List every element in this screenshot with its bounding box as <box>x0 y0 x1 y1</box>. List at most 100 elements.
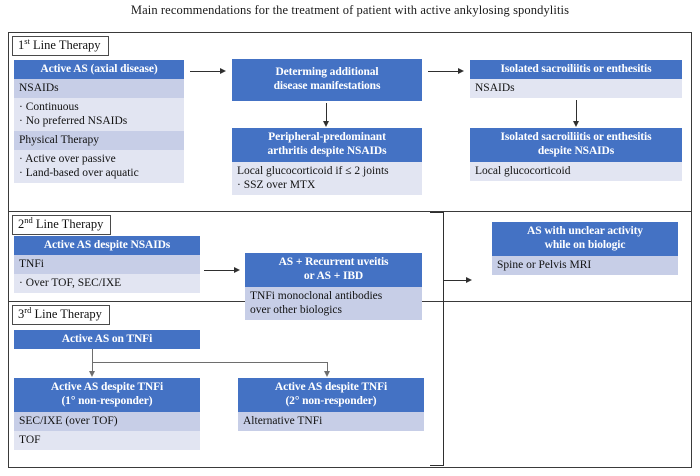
box-header: Active AS despite NSAIDs <box>14 236 200 255</box>
box-row: Spine or Pelvis MRI <box>492 256 678 275</box>
row-line: · Over TOF, SEC/IXE <box>19 277 122 289</box>
connector-determining-to-peripheral <box>326 103 328 123</box>
box-row: Physical Therapy <box>14 131 184 150</box>
arrowhead-determining-to-sacroiliitis-icon <box>458 68 464 74</box>
connector-tnfi-right-drop <box>327 362 329 373</box>
row-line: TNFi <box>19 258 44 270</box>
connector-despite-nsaids-to-uveitis <box>204 270 236 272</box>
bracket-vertical <box>443 212 445 466</box>
box-header: Determing additional disease manifestati… <box>232 59 422 101</box>
tag-2-rest: Line Therapy <box>32 217 104 231</box>
header-line-1: Peripheral-predominant <box>268 131 386 144</box>
arrowhead-axial-to-determining-icon <box>220 68 226 74</box>
box-isolated-sacroiliitis-despite-nsaids[interactable]: Isolated sacroiliitis or enthesitis desp… <box>470 128 682 181</box>
box-row: · Continuous · No preferred NSAIDs <box>14 98 184 131</box>
box-header: Active AS on TNFi <box>14 330 200 349</box>
connector-determining-to-sacroiliitis <box>428 71 460 73</box>
tag-3-rest: Line Therapy <box>31 307 102 321</box>
box-header: Active AS despite TNFi (2° non-responder… <box>238 378 424 412</box>
bracket-top-stub <box>430 212 444 214</box>
header-line-1: AS with unclear activity <box>527 225 643 238</box>
header-line-2: (2° non-responder) <box>285 394 377 407</box>
box-row: Local glucocorticoid if ≤ 2 joints · SSZ… <box>232 162 422 195</box>
bracket-bottom-stub <box>430 464 444 466</box>
box-header: Isolated sacroiliitis or enthesitis <box>470 60 682 79</box>
connector-axial-to-determining <box>190 71 222 73</box>
connector-tnfi-left-drop <box>92 362 94 373</box>
box-row: Alternative TNFi <box>238 412 424 431</box>
row-line: · SSZ over MTX <box>237 179 316 191</box>
divider-section-1-2 <box>8 211 692 212</box>
row-line: SEC/IXE (over TOF) <box>19 415 118 427</box>
box-row: TNFi <box>14 255 200 274</box>
box-peripheral-predominant-arthritis[interactable]: Peripheral-predominant arthritis despite… <box>232 128 422 195</box>
arrowhead-despite-nsaids-to-uveitis-icon <box>234 267 240 273</box>
tag-1-ordinal: 1 <box>18 38 25 52</box>
tag-3rd-line-therapy: 3rd Line Therapy <box>12 305 110 325</box>
arrowhead-sacroiliitis-to-despite-icon <box>573 121 579 127</box>
box-row: TOF <box>14 431 200 450</box>
arrowhead-tnfi-left-icon <box>89 371 95 377</box>
arrowhead-tnfi-right-icon <box>324 371 330 377</box>
bracket-to-unclear-activity <box>430 212 446 466</box>
tag-1-suffix: st <box>24 35 30 46</box>
row-line: Local glucocorticoid <box>475 165 571 177</box>
row-line: Alternative TNFi <box>243 415 323 427</box>
box-unclear-activity-on-biologic[interactable]: AS with unclear activity while on biolog… <box>492 222 678 275</box>
header-line-1: AS + Recurrent uveitis <box>278 256 389 269</box>
box-row: SEC/IXE (over TOF) <box>14 412 200 431</box>
row-line: Physical Therapy <box>19 134 99 146</box>
row-line: Spine or Pelvis MRI <box>497 259 592 271</box>
connector-bracket-to-unclear-activity <box>443 280 469 282</box>
header-line-2: (1° non-responder) <box>61 394 153 407</box>
header-line-2: arthritis despite NSAIDs <box>267 144 387 157</box>
tag-2-ordinal: 2 <box>18 217 25 231</box>
box-active-as-axial-disease[interactable]: Active AS (axial disease) NSAIDs · Conti… <box>14 60 184 183</box>
header-line-2: while on biologic <box>544 238 626 251</box>
row-line: TNFi monoclonal antibodies <box>250 290 383 302</box>
box-row: Local glucocorticoid <box>470 162 682 181</box>
arrowhead-determining-to-peripheral-icon <box>323 121 329 127</box>
row-line: Local glucocorticoid if ≤ 2 joints <box>237 165 389 177</box>
header-line-1: Active AS despite TNFi <box>50 381 164 394</box>
row-line: · Land-based over aquatic <box>19 167 139 179</box>
row-line: · Continuous <box>19 101 79 113</box>
tag-2-suffix: nd <box>24 214 33 225</box>
header-line-1: Isolated sacroiliitis or enthesitis <box>500 131 652 144</box>
header-line-2: disease manifestations <box>273 79 381 92</box>
row-line: NSAIDs <box>19 82 59 94</box>
box-row: NSAIDs <box>470 79 682 98</box>
box-determining-manifestations[interactable]: Determing additional disease manifestati… <box>232 59 422 101</box>
box-isolated-sacroiliitis[interactable]: Isolated sacroiliitis or enthesitis NSAI… <box>470 60 682 98</box>
tag-3-suffix: rd <box>24 304 32 315</box>
header-line-2: despite NSAIDs <box>537 144 615 157</box>
box-header: Active AS (axial disease) <box>14 60 184 79</box>
row-line: · No preferred NSAIDs <box>19 115 128 127</box>
box-header: AS with unclear activity while on biolog… <box>492 222 678 256</box>
box-header: Peripheral-predominant arthritis despite… <box>232 128 422 162</box>
tag-1-rest: Line Therapy <box>29 38 101 52</box>
header-line-1: Determing additional <box>275 66 379 79</box>
page-title: Main recommendations for the treatment o… <box>130 3 570 17</box>
box-row: · Active over passive · Land-based over … <box>14 150 184 183</box>
connector-tnfi-split <box>92 362 328 364</box>
box-active-as-on-tnfi[interactable]: Active AS on TNFi <box>14 330 200 349</box>
row-line: TOF <box>19 434 41 446</box>
box-row: NSAIDs <box>14 79 184 98</box>
header-line-1: Active AS despite TNFi <box>274 381 388 394</box>
arrowhead-bracket-to-unclear-activity-icon <box>466 277 472 283</box>
chart-outer-frame <box>8 32 692 468</box>
box-row: · Over TOF, SEC/IXE <box>14 274 200 293</box>
box-header: AS + Recurrent uveitis or AS + IBD <box>245 253 422 287</box>
box-active-as-despite-nsaids[interactable]: Active AS despite NSAIDs TNFi · Over TOF… <box>14 236 200 293</box>
box-uveitis-or-ibd[interactable]: AS + Recurrent uveitis or AS + IBD TNFi … <box>245 253 422 320</box>
connector-tnfi-stem <box>92 349 94 363</box>
connector-sacroiliitis-to-despite <box>576 100 578 123</box>
box-primary-nonresponder[interactable]: Active AS despite TNFi (1° non-responder… <box>14 378 200 450</box>
tag-3-ordinal: 3 <box>18 307 25 321</box>
box-header: Isolated sacroiliitis or enthesitis desp… <box>470 128 682 162</box>
box-header: Active AS despite TNFi (1° non-responder… <box>14 378 200 412</box>
box-row: TNFi monoclonal antibodies over other bi… <box>245 287 422 320</box>
box-secondary-nonresponder[interactable]: Active AS despite TNFi (2° non-responder… <box>238 378 424 431</box>
